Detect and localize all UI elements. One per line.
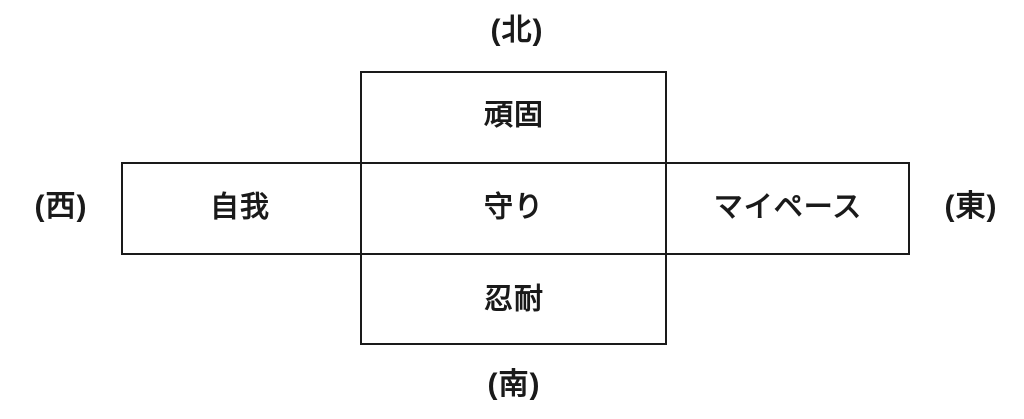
cell-label-south-trait: 忍耐 <box>483 283 545 316</box>
cell-label-west-trait: 自我 <box>209 191 271 224</box>
compass-label-west: (西) <box>34 190 88 223</box>
cell-label-north-trait: 頑固 <box>483 99 545 132</box>
compass-label-south: (南) <box>487 368 541 401</box>
cell-label-east-trait: マイペース <box>713 191 863 224</box>
horizontal-rectangle <box>121 162 910 255</box>
vertical-rectangle <box>360 71 667 345</box>
compass-label-north: (北) <box>490 14 544 47</box>
compass-label-east: (東) <box>944 190 998 223</box>
cell-label-center-trait: 守り <box>483 191 545 224</box>
